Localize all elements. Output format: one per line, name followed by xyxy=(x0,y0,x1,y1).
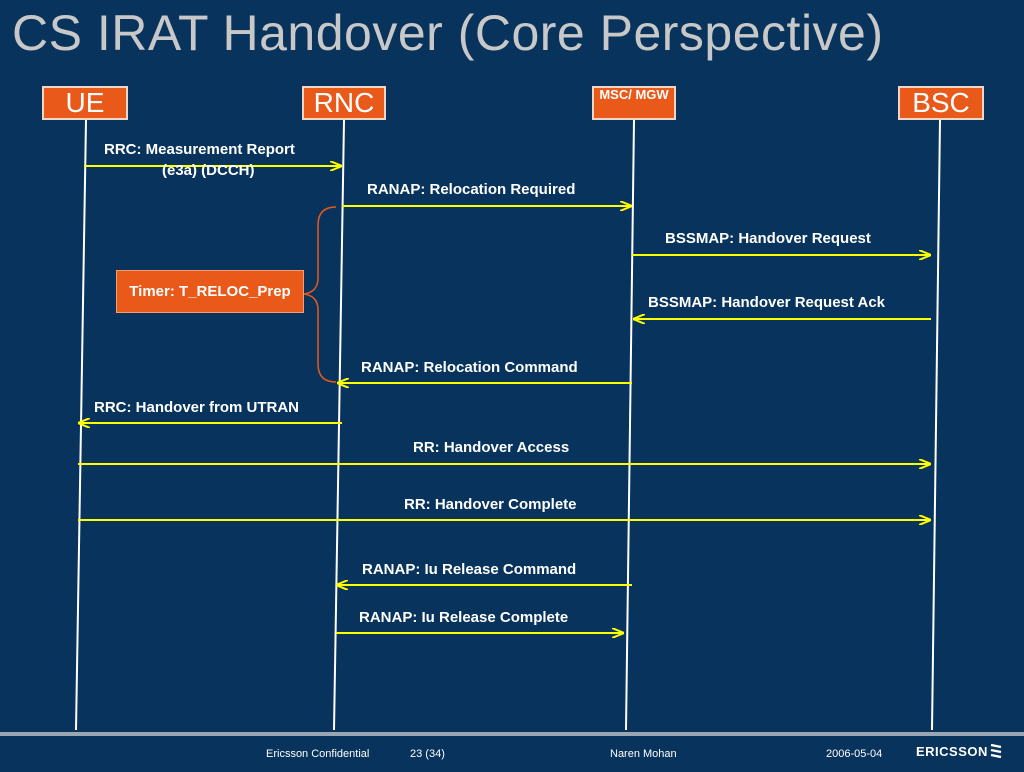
footer-page: 23 (34) xyxy=(410,748,445,760)
footer-confidential: Ericsson Confidential xyxy=(266,748,370,760)
sequence-diagram xyxy=(75,119,941,731)
footer-author: Naren Mohan xyxy=(610,748,677,760)
label-handover-complete: RR: Handover Complete xyxy=(404,496,577,513)
lifeline-rnc xyxy=(333,119,345,731)
entity-ue: UE xyxy=(42,86,128,120)
label-measurement-report: RRC: Measurement Report xyxy=(104,141,295,158)
timer-box: Timer: T_RELOC_Prep xyxy=(116,270,304,313)
label-iu-release-complete: RANAP: Iu Release Complete xyxy=(359,609,569,626)
footer-date: 2006-05-04 xyxy=(826,748,883,760)
entity-bsc: BSC xyxy=(898,86,984,120)
label-relocation-command: RANAP: Relocation Command xyxy=(361,359,578,376)
label-handover-from-utran: RRC: Handover from UTRAN xyxy=(94,399,300,416)
page-title: CS IRAT Handover (Core Perspective) xyxy=(12,5,884,61)
label-relocation-required: RANAP: Relocation Required xyxy=(367,181,576,198)
ericsson-logo-text: ERICSSON xyxy=(916,744,988,759)
ericsson-logo-icon xyxy=(990,744,1002,758)
lifeline-bsc xyxy=(931,119,941,731)
footer-bar xyxy=(0,732,1024,772)
label-handover-access: RR: Handover Access xyxy=(413,439,570,456)
label-handover-request-ack: BSSMAP: Handover Request Ack xyxy=(648,294,885,311)
lifeline-msc xyxy=(625,119,635,731)
label-handover-request: BSSMAP: Handover Request xyxy=(665,230,871,247)
label-measurement-report-sub: (e3a) (DCCH) xyxy=(162,162,255,179)
entity-rnc: RNC xyxy=(302,86,386,120)
label-iu-release-command: RANAP: Iu Release Command xyxy=(362,561,577,578)
timer-brace xyxy=(303,206,337,383)
entity-msc-mgw: MSC/ MGW xyxy=(592,86,676,120)
lifeline-ue xyxy=(75,119,87,731)
